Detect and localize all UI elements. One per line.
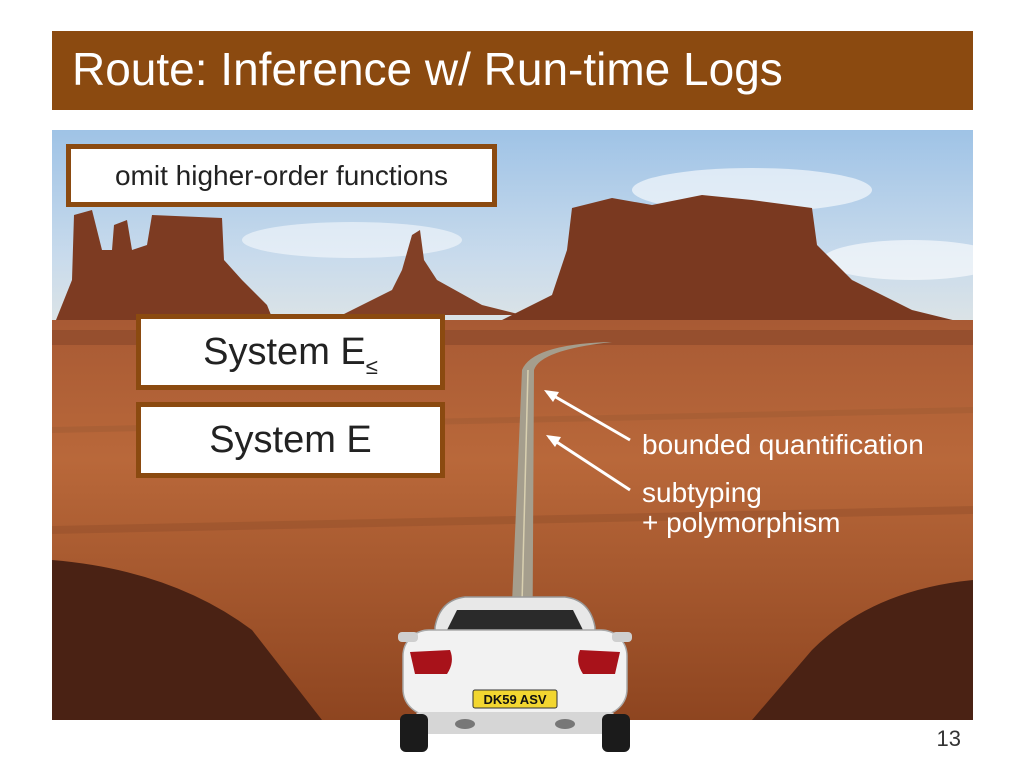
system-e-text: System E bbox=[209, 419, 372, 461]
car-icon: DK59 ASV bbox=[398, 596, 632, 752]
slide-title: Route: Inference w/ Run-time Logs bbox=[72, 43, 783, 95]
title-bar: Route: Inference w/ Run-time Logs bbox=[52, 31, 973, 110]
system-e-leq-box: System E≤ bbox=[136, 314, 445, 390]
system-e-leq-text: System E bbox=[203, 331, 366, 373]
polymorphism-label: + polymorphism bbox=[642, 507, 841, 538]
subtyping-label: subtyping bbox=[642, 477, 762, 508]
omit-higher-order-box: omit higher-order functions bbox=[66, 144, 497, 207]
page-number: 13 bbox=[936, 726, 961, 751]
bounded-quantification-label: bounded quantification bbox=[642, 429, 924, 460]
system-e-box: System E bbox=[136, 402, 445, 478]
omit-higher-order-text: omit higher-order functions bbox=[114, 160, 449, 191]
leq-subscript: ≤ bbox=[365, 354, 378, 379]
license-plate: DK59 ASV bbox=[483, 692, 546, 707]
desert-road-photo bbox=[52, 130, 973, 720]
landscape-illustration bbox=[52, 130, 973, 720]
